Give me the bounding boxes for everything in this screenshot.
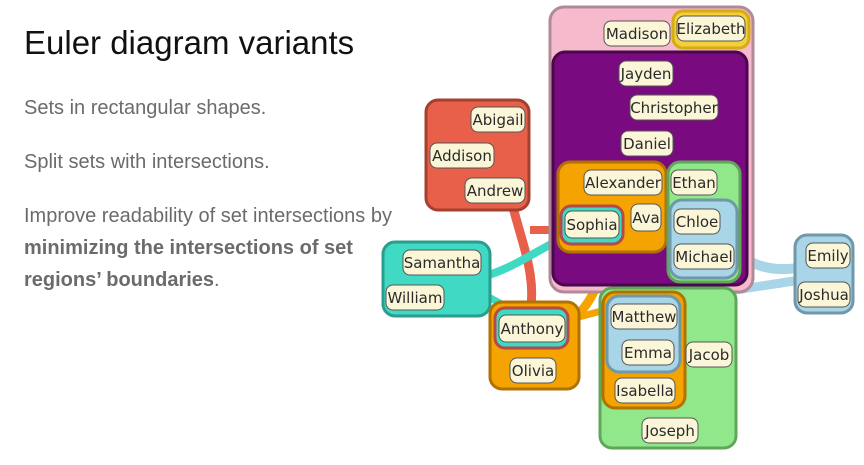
- name-michael-label: Michael: [675, 248, 732, 266]
- name-isabella-label: Isabella: [616, 382, 674, 400]
- name-madison-label: Madison: [606, 25, 668, 43]
- name-samantha-label: Samantha: [404, 254, 481, 272]
- bullet-rectangular-shapes: Sets in rectangular shapes.: [24, 97, 267, 119]
- name-addison-label: Addison: [432, 147, 492, 165]
- name-emily: Emily: [805, 242, 851, 269]
- bullet-readability-end: .: [214, 269, 220, 291]
- name-elizabeth-label: Elizabeth: [676, 20, 745, 38]
- name-emma: Emma: [621, 339, 675, 366]
- name-jacob-label: Jacob: [688, 346, 730, 364]
- name-elizabeth: Elizabeth: [676, 15, 746, 42]
- name-ethan-label: Ethan: [672, 174, 716, 192]
- name-ava: Ava: [630, 203, 662, 232]
- name-jayden: Jayden: [618, 60, 674, 87]
- name-joshua: Joshua: [797, 281, 851, 308]
- name-ethan: Ethan: [670, 169, 718, 196]
- name-olivia: Olivia: [509, 357, 557, 384]
- bullet-readability: Improve readability of set intersections…: [24, 200, 424, 296]
- name-alexander: Alexander: [583, 169, 663, 196]
- bullet-readability-emphasis: minimizing the intersections of set regi…: [24, 237, 353, 291]
- name-william-label: William: [388, 289, 443, 307]
- name-christopher: Christopher: [629, 94, 719, 121]
- name-abigail-label: Abigail: [473, 111, 524, 129]
- name-samantha: Samantha: [402, 249, 482, 276]
- name-andrew: Andrew: [464, 177, 526, 204]
- bullet-list: Sets in rectangular shapes. Split sets w…: [24, 92, 424, 318]
- name-emma-label: Emma: [624, 344, 672, 362]
- name-madison: Madison: [603, 20, 671, 47]
- name-isabella: Isabella: [614, 377, 676, 404]
- name-joseph-label: Joseph: [644, 422, 695, 440]
- name-anthony: Anthony: [498, 314, 566, 343]
- name-daniel: Daniel: [620, 130, 674, 157]
- name-jacob: Jacob: [685, 341, 733, 368]
- bullet-split-sets: Split sets with intersections.: [24, 151, 270, 173]
- name-jayden-label: Jayden: [620, 65, 672, 83]
- name-andrew-label: Andrew: [467, 182, 524, 200]
- name-chloe: Chloe: [673, 208, 721, 235]
- name-sophia-label: Sophia: [566, 216, 617, 234]
- slide-title: Euler diagram variants: [24, 24, 355, 61]
- name-chloe-label: Chloe: [676, 213, 719, 231]
- name-joshua-label: Joshua: [798, 286, 849, 304]
- name-emily-label: Emily: [807, 247, 848, 265]
- name-sophia: Sophia: [564, 210, 620, 239]
- name-christopher-label: Christopher: [630, 99, 718, 117]
- bullet-readability-text: Improve readability of set intersections…: [24, 205, 392, 227]
- name-william: William: [385, 284, 445, 311]
- name-matthew: Matthew: [610, 303, 678, 330]
- name-anthony-label: Anthony: [501, 320, 564, 338]
- name-ava-label: Ava: [632, 209, 659, 227]
- name-joseph: Joseph: [641, 417, 699, 444]
- name-matthew-label: Matthew: [612, 308, 677, 326]
- name-michael: Michael: [673, 243, 735, 270]
- name-daniel-label: Daniel: [623, 135, 671, 153]
- name-olivia-label: Olivia: [512, 362, 554, 380]
- name-addison: Addison: [429, 142, 495, 169]
- name-abigail: Abigail: [470, 106, 526, 133]
- name-alexander-label: Alexander: [585, 174, 662, 192]
